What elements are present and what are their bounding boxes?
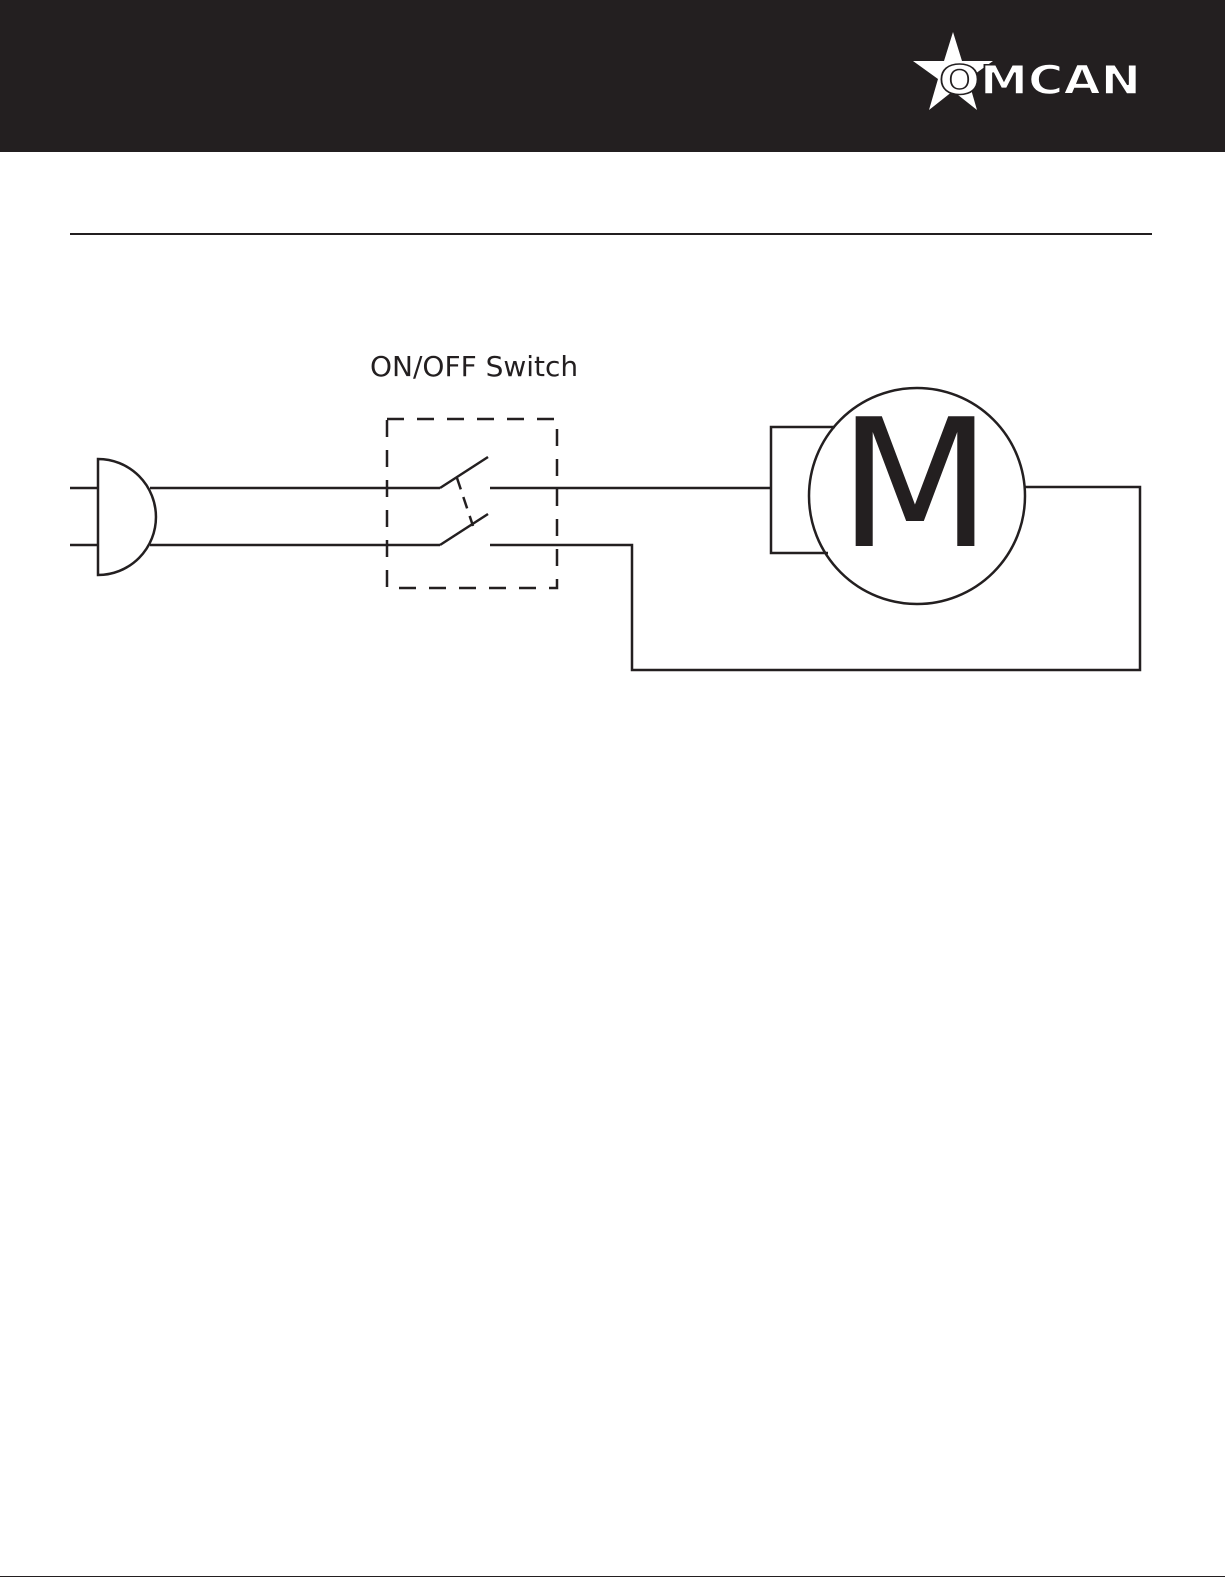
switch-contact-bottom — [440, 514, 488, 545]
switch-contact-top — [440, 457, 488, 488]
switch-enclosure — [387, 419, 557, 588]
wire-out-bottom — [490, 487, 1140, 670]
switch-label: ON/OFF Switch — [370, 350, 610, 383]
plug-body — [98, 459, 156, 575]
footer-rule — [0, 1576, 1225, 1577]
switch-linkage — [457, 478, 473, 526]
plug — [70, 459, 156, 575]
motor-letter: M — [825, 395, 1005, 575]
